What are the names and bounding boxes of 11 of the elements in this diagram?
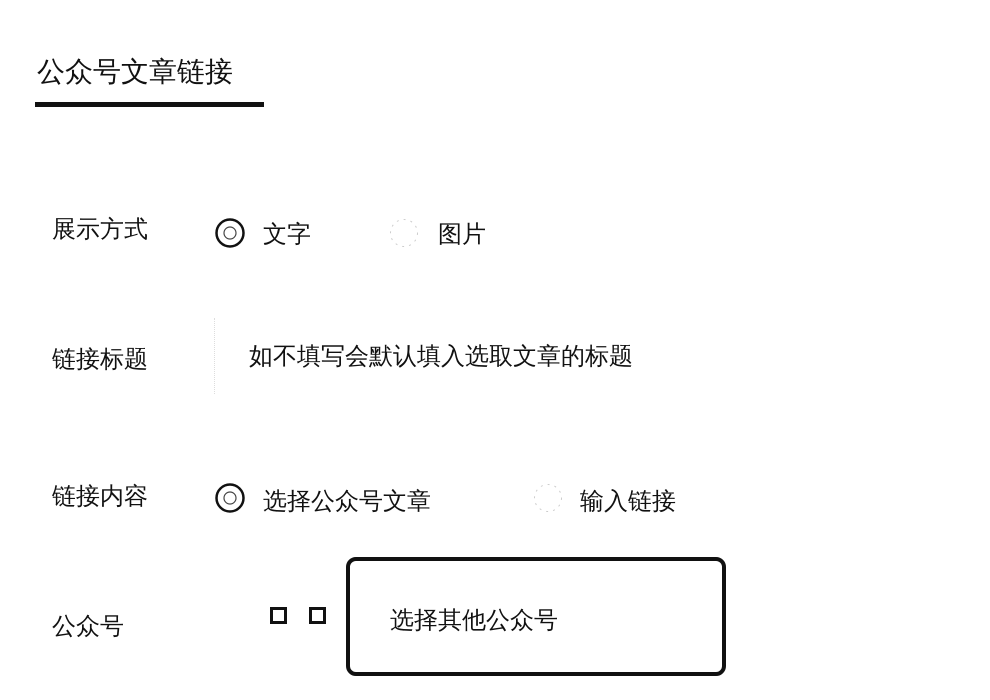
select-button: 选择其他公众号	[346, 557, 726, 676]
field-label: 公众号	[52, 611, 124, 641]
field-label: 展示方式	[52, 214, 148, 244]
field-label: 链接内容	[52, 481, 148, 511]
radio-option-label: 选择公众号文章	[263, 486, 431, 516]
field-label: 链接标题	[52, 344, 148, 374]
radio-option-label: 图片	[438, 219, 486, 249]
tab-title: 公众号文章链接	[37, 54, 233, 90]
radio-option-label: 输入链接	[580, 486, 676, 516]
radio-option-label: 文字	[263, 219, 311, 249]
input-placeholder: 如不填写会默认填入选取文章的标题	[249, 341, 633, 371]
